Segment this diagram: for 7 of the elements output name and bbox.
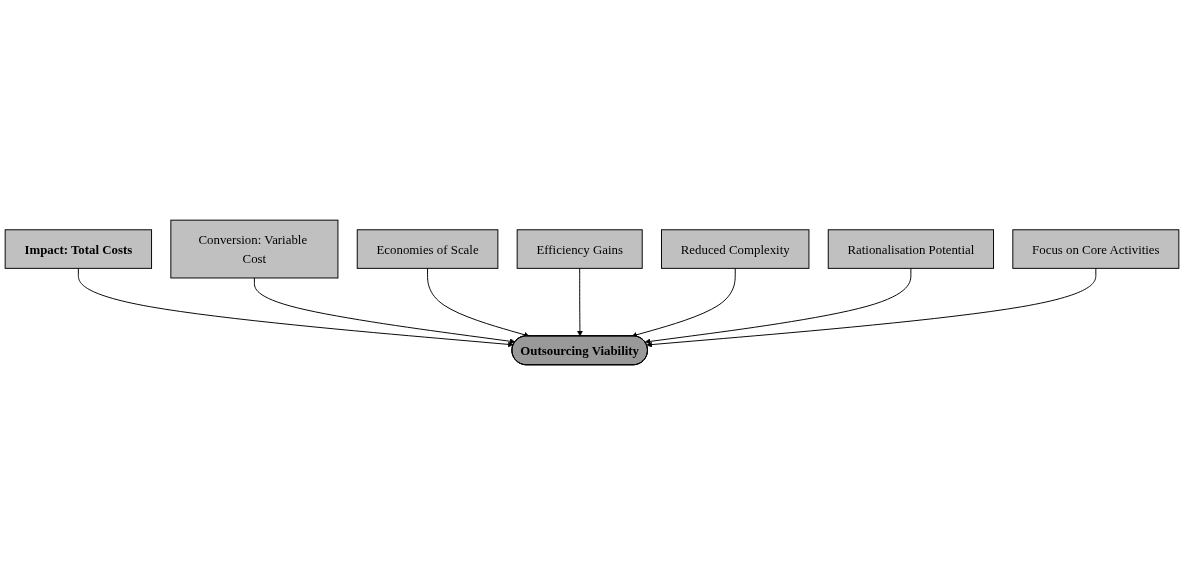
- node-box: Impact: Total Costs: [4, 229, 153, 269]
- node-box: Focus on Core Activities: [1012, 229, 1180, 269]
- node-box: Conversion: Variable Cost: [170, 219, 339, 279]
- node-box: Reduced Complexity: [661, 229, 810, 269]
- node-box: Efficiency Gains: [516, 229, 643, 269]
- node-box: Economies of Scale: [356, 229, 499, 269]
- node-box: Rationalisation Potential: [827, 229, 994, 269]
